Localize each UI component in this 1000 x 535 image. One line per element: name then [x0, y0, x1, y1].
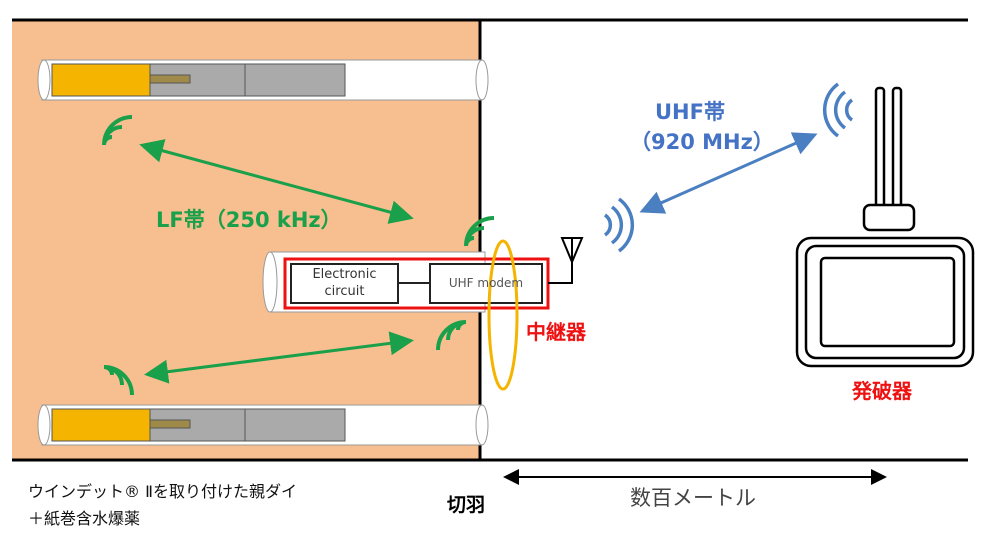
lf-band-label: LF帯（250 kHz） — [156, 208, 342, 232]
antenna-icon — [548, 237, 584, 284]
uhf-band-label: UHF帯 （920 MHz） — [630, 96, 774, 156]
borehole-top — [37, 59, 489, 101]
borehole-bottom — [37, 404, 489, 446]
face-label: 切羽 — [447, 494, 486, 516]
detonator-note-line-1: ウインデット® Ⅱを取り付けた親ダイ — [28, 482, 297, 501]
lf-arrow-top — [139, 139, 414, 224]
lf-wave-icon — [102, 115, 495, 396]
uhf-modem-box — [429, 263, 543, 304]
electronic-circuit-text-2: circuit — [324, 284, 365, 299]
electronic-circuit-box — [290, 263, 399, 304]
uhf-frequency-text: （920 MHz） — [630, 130, 774, 154]
detonator-note: ウインデット® Ⅱを取り付けた親ダイ ＋紙巻含水爆薬 — [28, 478, 297, 532]
blaster-label: 発破器 — [852, 379, 912, 403]
detonator-note-line-2: ＋紙巻含水爆薬 — [28, 509, 141, 528]
blaster-device-icon — [795, 86, 975, 368]
distance-label: 数百メートル — [630, 486, 756, 510]
repeater-label: 中継器 — [526, 320, 586, 344]
face-highlight-ellipse — [487, 239, 519, 391]
uhf-arrow — [639, 132, 818, 214]
uhf-band-text: UHF帯 — [655, 100, 725, 124]
lf-arrow-bottom — [144, 331, 414, 384]
uhf-wave-icon — [603, 82, 854, 253]
electronic-circuit-label: Electronic circuit — [291, 266, 398, 300]
electronic-circuit-text-1: Electronic — [312, 267, 377, 282]
uhf-modem-label: UHF modem — [448, 276, 524, 290]
